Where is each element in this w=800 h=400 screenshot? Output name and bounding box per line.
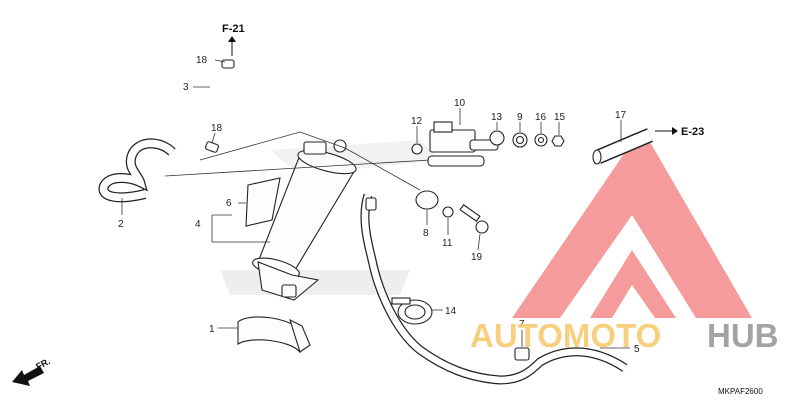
- watermark-logo: [512, 142, 752, 318]
- callout-14: 14: [445, 306, 457, 317]
- canister: [252, 139, 357, 301]
- ref-e23-arrow: [655, 127, 678, 135]
- joint-10: [427, 121, 499, 167]
- callout-9: 9: [517, 112, 523, 123]
- ref-f21-arrow: [228, 36, 236, 56]
- callout-18-lower: 18: [211, 123, 223, 134]
- callout-18-upper: 18: [196, 55, 208, 66]
- front-direction-arrow: [12, 366, 44, 386]
- bolt-19: [459, 204, 489, 234]
- collar-11: [442, 206, 454, 218]
- leader-lines: [121, 59, 630, 349]
- washer-13: [489, 130, 505, 146]
- front-direction-label: FR.: [34, 356, 51, 372]
- callout-3: 3: [183, 82, 189, 93]
- clip-18-upper: [221, 59, 235, 69]
- callout-7: 7: [519, 319, 525, 330]
- callout-2: 2: [118, 219, 124, 230]
- callout-11: 11: [442, 238, 453, 249]
- callout-8: 8: [423, 228, 429, 239]
- nut-15: [551, 135, 565, 147]
- watermark-text-automoto: AUTOMOTO: [470, 317, 661, 354]
- clip-18-lower: [205, 141, 219, 153]
- callout-4: 4: [195, 219, 201, 230]
- pad-6: [245, 177, 281, 227]
- callout-15: 15: [554, 112, 566, 123]
- clip-7: [514, 347, 530, 361]
- ref-f21: F-21: [222, 23, 245, 35]
- callout-10: 10: [454, 98, 466, 109]
- callout-17: 17: [615, 110, 627, 121]
- watermark-text-hub: HUB: [707, 317, 779, 354]
- band-1: [237, 316, 311, 354]
- routing-line-a: [199, 131, 421, 191]
- nut-12: [411, 143, 423, 155]
- routing-line-b: [164, 159, 431, 177]
- clamp-14: [391, 297, 433, 325]
- diagram-code: MKPAF2600: [718, 387, 763, 396]
- callout-19: 19: [471, 252, 483, 263]
- ref-e23: E-23: [681, 126, 704, 138]
- callout-1: 1: [209, 324, 215, 335]
- callout-16: 16: [535, 112, 547, 123]
- callout-6: 6: [226, 198, 232, 209]
- callout-13: 13: [491, 112, 503, 123]
- grommet-8: [415, 190, 439, 210]
- callout-12: 12: [411, 116, 423, 127]
- callout-5: 5: [634, 344, 640, 355]
